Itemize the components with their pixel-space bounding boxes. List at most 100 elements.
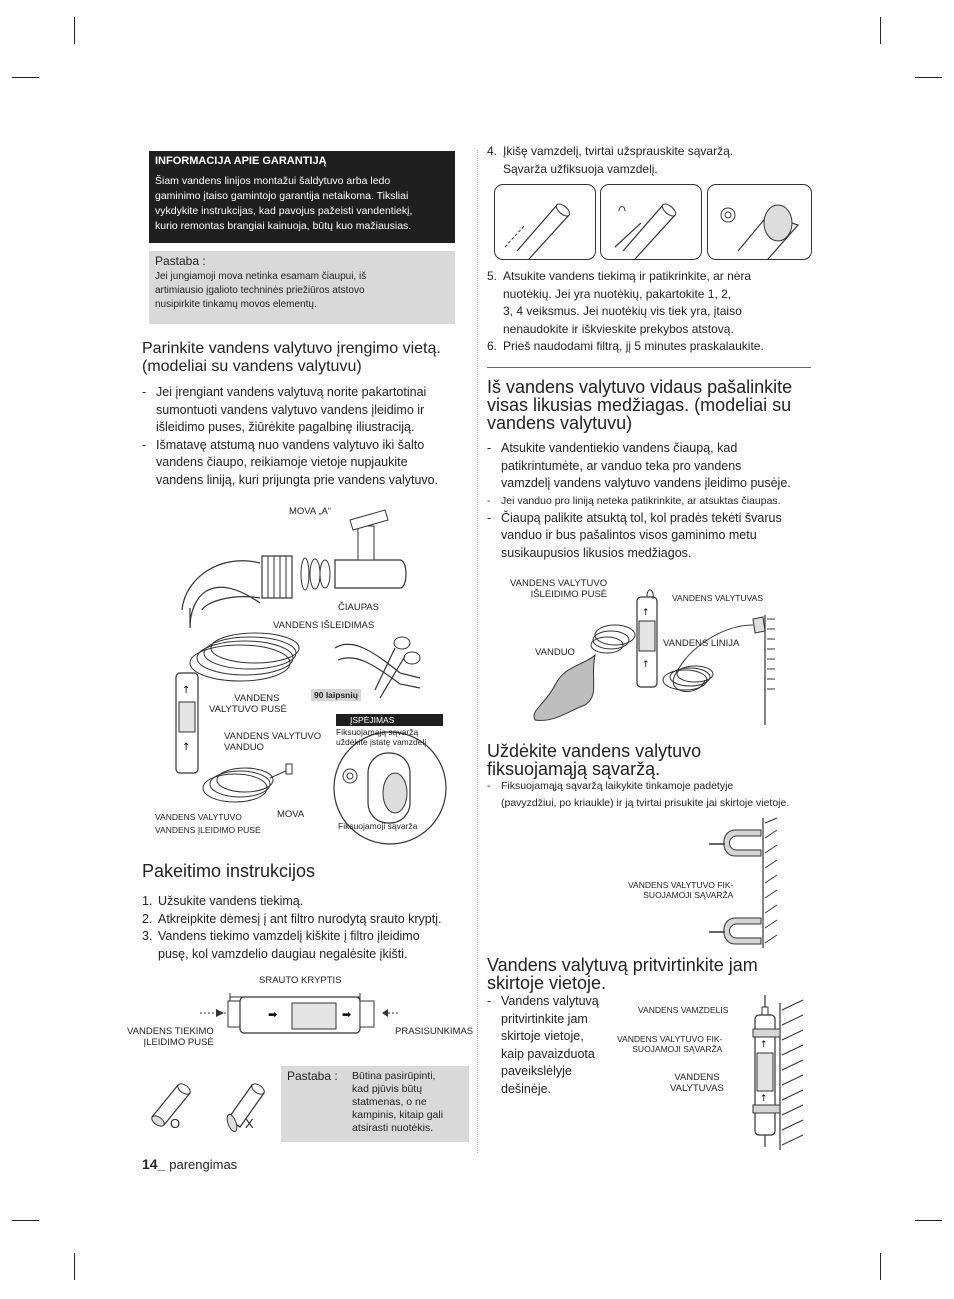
step-number: 6. — [487, 339, 498, 353]
text-line: išleidimo puses, žiūrėkite pagalbinę ili… — [156, 420, 415, 434]
heading-line: vandens valytuvu) — [487, 413, 633, 433]
tube-cut-illustration — [151, 1083, 265, 1133]
text-line: nenaudokite ir iškvieskite prekybos atst… — [503, 321, 734, 336]
warranty-text: Šiam vandens linijos montažui šaldytuvo … — [155, 174, 449, 234]
clip-heading: Uždėkite vandens valytuvo fiksuojamąją s… — [487, 742, 817, 778]
warranty-line: vykdykite instrukcijas, kad pavojus paže… — [155, 205, 413, 217]
text-line: Vandens tiekimo vamzdelį kiškite į filtr… — [158, 929, 420, 943]
page-number: 14_ — [142, 1156, 166, 1172]
label-water-pipe: VANDENS VAMZDELIS — [638, 1005, 729, 1015]
note-line: kad pjūvis būtų — [352, 1083, 423, 1095]
text-line: 3, 4 veiksmus. Jei nuotėkių vis tiek yra… — [503, 304, 742, 318]
label-leak: PRASISUNKIMAS — [395, 1026, 474, 1037]
list-item: Jei vanduo pro liniją neteka patikrinkit… — [487, 493, 817, 510]
list-item: Jei įrengiant vandens valytuvą norite pa… — [142, 384, 472, 437]
label-line: VANDENS — [234, 693, 280, 704]
location-heading: Parinkite vandens valytuvo įrengimo viet… — [142, 340, 472, 376]
text-line: Jei įrengiant vandens valytuvą norite pa… — [156, 385, 427, 399]
label-correct: O — [170, 1116, 181, 1131]
svg-text:↑: ↑ — [182, 685, 190, 696]
text-line: patikrintumėte, ar vanduo teka pro vande… — [501, 458, 742, 473]
text-line: nuotėkių. Jei yra nuotėkių, pakartokite … — [503, 286, 732, 301]
note-text: Būtina pasirūpinti, kad pjūvis būtų stat… — [352, 1070, 464, 1135]
heading-line: Parinkite vandens valytuvo įrengimo viet… — [142, 340, 441, 357]
note-line: nusipirkite tinkamų movos elementų. — [155, 299, 317, 310]
text-line: skirtoje vietoje, — [501, 1029, 584, 1043]
label-line: VANDENS VALYTUVO — [224, 731, 322, 742]
note-title: Pastaba : — [155, 254, 206, 268]
label-water: VANDUO — [535, 647, 575, 658]
step-4: 4. Įkišę vamzdelį, tvirtai užsprauskite … — [487, 143, 817, 178]
clip-bullet: Fiksuojamąją sąvaržą laikykite tinkamoje… — [487, 778, 822, 812]
note-line: atsirasti nuotėkis. — [352, 1122, 434, 1134]
heading-line: (modeliai su vandens valytuvu) — [142, 358, 362, 375]
step-panel-2 — [600, 184, 702, 260]
text-line: vandens liniją, kuri prijungta prie vand… — [156, 472, 439, 487]
warranty-box: INFORMACIJA APIE GARANTIJĄ Šiam vandens … — [149, 151, 455, 243]
text-line: Įkišę vamzdelį, tvirtai užsprauskite sąv… — [503, 144, 734, 158]
text-line: vamzdelį vandens valytuvo vandens įleidi… — [501, 476, 791, 490]
svg-text:↑: ↑ — [642, 660, 650, 670]
text-line: kaip pavaizduota — [501, 1046, 595, 1061]
svg-text:↑: ↑ — [182, 742, 190, 753]
text-line: Fiksuojamąją sąvaržą laikykite tinkamoje… — [501, 780, 734, 792]
text-line: vandens čiaupo, reikiamoje vietoje nupja… — [156, 455, 408, 469]
note-text: Jei jungiamoji mova netinka esamam čiaup… — [155, 270, 449, 312]
label-filter-outlet: VANDENS VALYTUVO IŠLEIDIMO PUSĖ — [510, 578, 607, 600]
label-faucet: ČIAUPAS — [338, 602, 380, 613]
note-box: Pastaba : Jei jungiamoji mova netinka es… — [149, 251, 455, 324]
flush-heading: Iš vandens valytuvo vidaus pašalinkite v… — [487, 378, 817, 432]
label-filter-side: VANDENS VALYTUVO PUSĖ — [209, 693, 287, 715]
text-line: (pavyzdžiui, po kriaukle) ir ją tvirtai … — [501, 797, 790, 809]
label-line: ĮLEIDIMO PUSĖ — [143, 1037, 214, 1048]
crop-mark — [880, 1253, 881, 1280]
label-water-line: VANDENS LINIJA — [663, 638, 740, 649]
label-outlet: VANDENS IŠLEIDIMAS — [273, 620, 375, 631]
crop-mark — [915, 1220, 942, 1221]
heading-line: Iš vandens valytuvo vidaus pašalinkite — [487, 377, 793, 397]
crop-mark — [74, 1253, 75, 1280]
label-water-filter: VANDENS VALYTUVAS — [670, 1072, 724, 1094]
text-line: vanduo ir bus pašalintos visos gaminimo … — [501, 528, 757, 542]
step-number: 2. — [142, 911, 153, 926]
warranty-line: kurio remontas brangiai kainuoja, būtų k… — [155, 220, 412, 232]
text-line: Atsukite vandentiekio vandens čiaupą, ka… — [501, 441, 738, 455]
note-title: Pastaba : — [287, 1069, 338, 1083]
text-line: paveikslėlyje — [501, 1064, 572, 1078]
step-number: 5. — [487, 269, 498, 283]
step-number: 1. — [142, 894, 153, 908]
crop-mark — [915, 77, 942, 78]
text-line: susikaupusios likusios medžiagos. — [501, 545, 692, 560]
text-line: Atsukite vandens tiekimą ir patikrinkite… — [503, 269, 752, 283]
text-line: Išmatavę atstumą nuo vandens valytuvo ik… — [156, 437, 425, 452]
list-item: Išmatavę atstumą nuo vandens valytuvo ik… — [142, 437, 472, 490]
warranty-line: Šiam vandens linijos montažui šaldytuvo … — [155, 175, 391, 187]
location-bullets: Jei įrengiant vandens valytuvą norite pa… — [142, 384, 472, 489]
label-line: VANDENS VALYTUVO — [155, 812, 242, 822]
text-line: Užsukite vandens tiekimą. — [158, 894, 304, 908]
label-line: VALYTUVO PUSĖ — [209, 704, 287, 715]
flush-bullets: Atsukite vandentiekio vandens čiaupą, ka… — [487, 440, 817, 562]
label-line: VANDUO — [224, 742, 264, 753]
mount-heading: Vandens valytuvą pritvirtinkite jam skir… — [487, 956, 817, 992]
mounted-filter-illustration: ↑ ↑ — [752, 995, 804, 1150]
label-clip: VANDENS VALYTUVO FIK- SUOJAMOJI SĄVARŽA — [617, 1034, 722, 1054]
clip-mount-illustration — [709, 817, 778, 948]
list-item: 4. Įkišę vamzdelį, tvirtai užsprauskite … — [487, 143, 817, 178]
note-box: Pastaba : Būtina pasirūpinti, kad pjūvis… — [281, 1066, 469, 1142]
note-line: Būtina pasirūpinti, — [352, 1070, 436, 1082]
list-item: 2. Atkreipkite dėmesį į ant filtro nurod… — [142, 911, 477, 929]
text-line: Čiaupą palikite atsuktą tol, kol pradės … — [501, 510, 782, 525]
label-line: SUOJAMOJI SĄVARŽA — [632, 1044, 723, 1054]
list-item: 1. Užsukite vandens tiekimą. — [142, 893, 477, 911]
label-line: SUOJAMOJI SĄVARŽA — [643, 890, 734, 900]
heading-line: fiksuojamąją sąvaržą. — [487, 759, 661, 779]
step-panel-1 — [494, 184, 596, 260]
label-wrong: X — [245, 1116, 254, 1131]
label-line: VALYTUVAS — [670, 1083, 724, 1094]
label-line: VANDENS ĮLEIDIMO PUSĖ — [155, 825, 261, 835]
warranty-title: INFORMACIJA APIE GARANTIJĄ — [155, 155, 327, 167]
text-line: Vandens valytuvą — [501, 994, 599, 1008]
label-coupling: MOVA — [277, 809, 305, 820]
label-water-filter: VANDENS VALYTUVAS — [672, 593, 764, 603]
